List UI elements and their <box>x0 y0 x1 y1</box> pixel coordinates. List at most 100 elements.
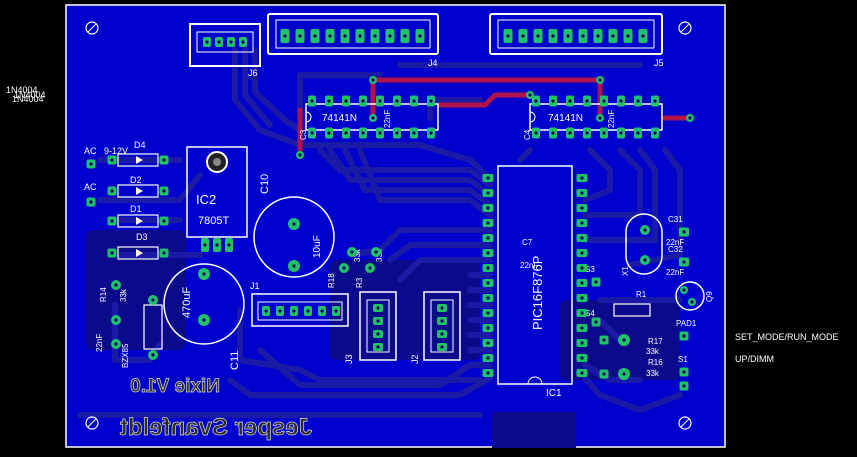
pad-drill <box>486 176 490 180</box>
label-d3: D3 <box>136 232 148 242</box>
pad-drill <box>162 158 166 162</box>
label-c4-val: 22nF <box>607 110 616 128</box>
pad-drill <box>361 99 365 103</box>
pad-drill <box>313 34 317 38</box>
right-label-up-dimm: UP/DIMM <box>735 354 774 364</box>
pad-drill <box>378 131 382 135</box>
pad-drill <box>643 228 647 232</box>
pad-drill <box>534 131 538 135</box>
pad-drill <box>486 236 490 240</box>
pad-drill <box>551 34 555 38</box>
pad-drill <box>320 309 324 313</box>
pad-drill <box>486 281 490 285</box>
label-c7-val: 22nF <box>520 261 538 270</box>
pad-drill <box>486 341 490 345</box>
pad-drill <box>114 342 118 346</box>
pad-drill <box>580 341 584 345</box>
pad-drill <box>486 221 490 225</box>
pad-drill <box>486 296 490 300</box>
pad-drill <box>110 251 114 255</box>
pad-drill <box>580 266 584 270</box>
pad-drill <box>486 356 490 360</box>
pad-drill <box>682 230 686 234</box>
pad-drill <box>378 99 382 103</box>
pad-drill <box>580 281 584 285</box>
pad-drill <box>162 251 166 255</box>
pad-drill <box>374 250 378 254</box>
pad-drill <box>682 384 686 388</box>
pad-drill <box>551 99 555 103</box>
pads <box>86 29 696 391</box>
label-j5: J5 <box>654 58 664 68</box>
pad-drill <box>203 243 207 247</box>
left-label-1: 1N4004 <box>6 85 38 95</box>
label-bzx85: BZX85 <box>121 343 130 368</box>
pad-drill <box>151 353 155 357</box>
pad-drill <box>598 78 602 82</box>
label-c4: C4 <box>523 129 532 140</box>
label-pic: PIC16F876P <box>530 256 545 330</box>
pad-drill <box>486 266 490 270</box>
pad-drill <box>585 99 589 103</box>
mounting-holes <box>85 21 692 430</box>
pad-drill <box>486 206 490 210</box>
pad-drill <box>486 251 490 255</box>
label-j6: J6 <box>248 68 258 78</box>
right-components: S3 S4 R1 R17 33k R16 33k Q9 PAD1 S1 <box>585 265 714 378</box>
pad-drill <box>298 34 302 38</box>
label-c32: C32 <box>668 245 683 254</box>
pad-drill <box>682 260 686 264</box>
pad-drill <box>205 40 209 44</box>
capacitor-c10: C10 10uF <box>253 174 335 278</box>
pad-drill <box>202 318 206 322</box>
label-c11-val: 470uF <box>181 287 193 318</box>
label-c11: C11 <box>229 351 241 370</box>
pad-drill <box>376 332 380 336</box>
ic-74141-right: 74141N C4 22nF <box>523 103 663 140</box>
pad-drill <box>114 283 118 287</box>
mirrored-silkscreen: Nixie V1.0 Jesper Svanfeldt <box>120 376 313 442</box>
label-s1: S1 <box>678 355 688 364</box>
pad-drill <box>110 189 114 193</box>
pad-drill <box>342 266 346 270</box>
label-r14-val: 33k <box>119 288 128 302</box>
pad-drill <box>580 371 584 375</box>
pad-drill <box>486 326 490 330</box>
pad-drill <box>622 372 626 376</box>
pad-drill <box>373 34 377 38</box>
pad-drill <box>521 34 525 38</box>
pad-drill <box>376 306 380 310</box>
pad-drill <box>580 221 584 225</box>
pad-drill <box>440 306 444 310</box>
label-j2: J2 <box>410 354 420 364</box>
label-c3: C3 <box>299 129 308 140</box>
right-label-mode: SET_MODE/RUN_MODE <box>735 332 839 342</box>
pad-drill <box>688 116 692 120</box>
pad-drill <box>368 266 372 270</box>
pad-drill <box>283 34 287 38</box>
label-r17-val: 33k <box>646 347 660 356</box>
pad-drill <box>202 272 206 276</box>
pad-drill <box>440 332 444 336</box>
pad-drill <box>264 309 268 313</box>
pad-drill <box>626 34 630 38</box>
pad-drill <box>622 338 626 342</box>
pad-drill <box>388 34 392 38</box>
pad-drill <box>580 311 584 315</box>
pad-drill <box>602 131 606 135</box>
label-7805t: 7805T <box>198 215 229 227</box>
pad-drill <box>534 99 538 103</box>
label-r18: R18 <box>327 273 336 288</box>
label-j3: J3 <box>344 354 354 364</box>
pad-drill <box>217 40 221 44</box>
pad-drill <box>334 309 338 313</box>
left-label-3: 1N4004 <box>12 94 44 104</box>
pad-drill <box>162 189 166 193</box>
pad-drill <box>580 191 584 195</box>
label-pad1: PAD1 <box>676 319 697 328</box>
pad-drill <box>429 99 433 103</box>
label-c10-val: 10uF <box>312 235 323 258</box>
pad-drill <box>110 219 114 223</box>
label-c32-val: 22nF <box>666 268 684 277</box>
label-c7: C7 <box>522 238 533 247</box>
